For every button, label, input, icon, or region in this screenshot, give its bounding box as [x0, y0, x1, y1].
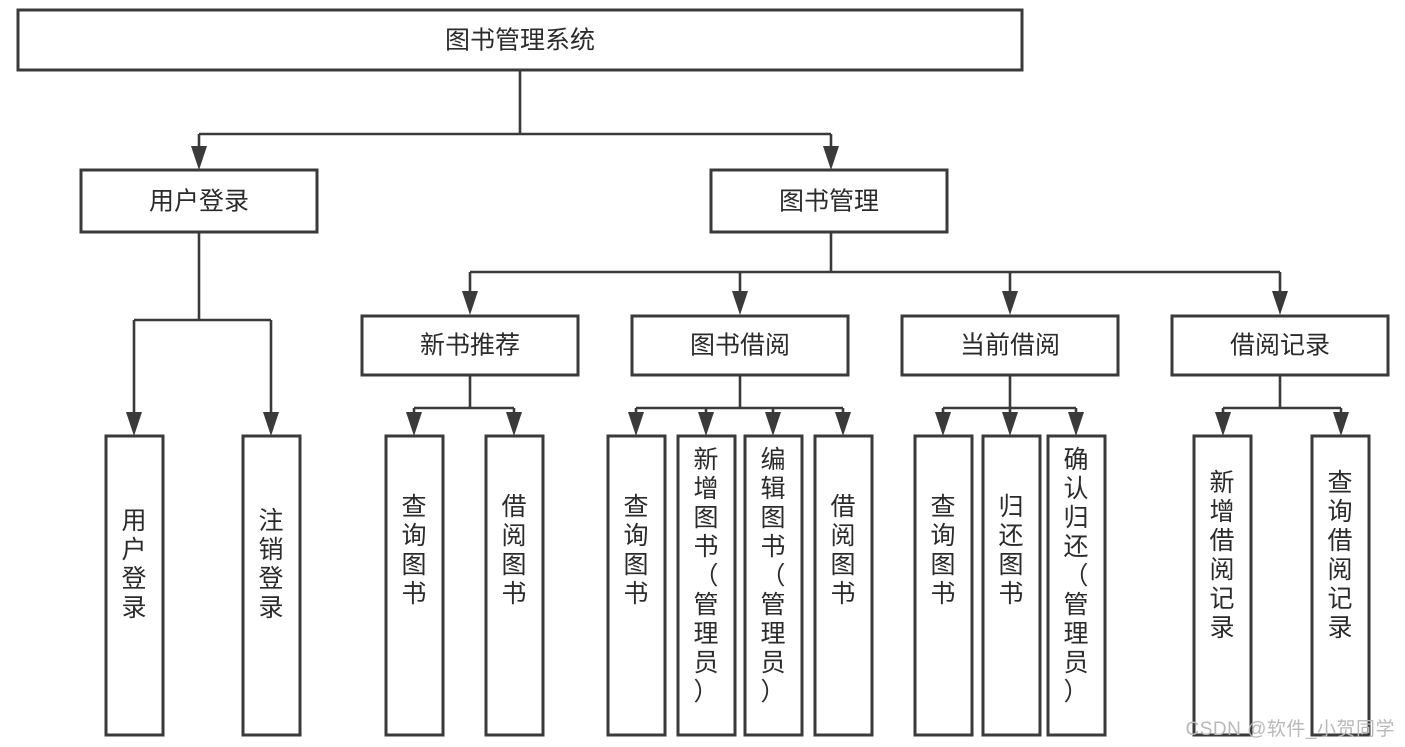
leaf-current-query-label: 查询图书	[930, 493, 955, 608]
node-root-system[interactable]: 图书管理系统	[16, 8, 1024, 72]
arrow-head-borrow-leaf-2	[698, 412, 714, 436]
connector-root-to-level2	[197, 70, 831, 150]
arrow-head-borrow-record	[1272, 291, 1288, 315]
leaf-node[interactable]: 查询借阅记录	[1310, 434, 1371, 737]
leaf-borrow-add-box	[676, 434, 737, 737]
arrow-head-current-leaf-2	[1002, 412, 1018, 436]
leaf-node[interactable]: 新增借阅记录	[1192, 434, 1253, 737]
node-user-login[interactable]: 用户登录	[79, 168, 319, 234]
arrow-head-user-login	[191, 146, 207, 170]
connector-borrow-record-to-leaves	[1221, 375, 1343, 416]
leaf-borrow-query-box	[606, 434, 667, 737]
connector-current-borrow-to-leaves	[941, 375, 1078, 416]
arrow-head-user-login-leaf-2	[263, 412, 279, 436]
leaf-node[interactable]: 借阅图书	[484, 434, 545, 737]
node-new-book-recommend-label: 新书推荐	[420, 332, 520, 360]
node-book-manage-label: 图书管理	[779, 188, 879, 216]
leaf-node[interactable]: 借阅图书	[813, 434, 874, 737]
leaf-current-query-box	[913, 434, 974, 737]
arrow-head-record-leaf-2	[1333, 412, 1349, 436]
leaf-user-login-box	[104, 434, 165, 737]
leaf-user-login-label: 用户登录	[121, 507, 146, 622]
arrow-head-book-manage	[823, 146, 839, 170]
leaf-node[interactable]: 查询图书	[384, 434, 445, 737]
node-current-borrow-box	[900, 314, 1120, 377]
arrow-head-recommend-leaf-1	[406, 412, 422, 436]
leaf-borrow-borrow-label: 借阅图书	[830, 493, 855, 608]
leaf-node[interactable]: 编辑图书（管理员）	[743, 434, 804, 737]
leaf-node[interactable]: 查询图书	[913, 434, 974, 737]
connector-user-login-to-leaves	[132, 232, 273, 416]
leaf-record-add-label: 新增借阅记录	[1209, 469, 1234, 642]
node-book-manage-box	[709, 168, 949, 234]
node-root-label: 图书管理系统	[445, 27, 595, 55]
arrow-head-current-leaf-3	[1068, 412, 1084, 436]
arrow-head-borrow-leaf-1	[628, 412, 644, 436]
leaf-logout-box	[241, 434, 302, 737]
arrow-head-new-book-recommend	[462, 291, 478, 315]
arrow-head-borrow-leaf-4	[835, 412, 851, 436]
leaf-node[interactable]: 查询图书	[606, 434, 667, 737]
node-book-borrow[interactable]: 图书借阅	[630, 314, 850, 377]
node-new-book-recommend[interactable]: 新书推荐	[360, 314, 580, 377]
leaf-logout-label: 注销登录	[258, 507, 283, 622]
leaf-recommend-borrow-box	[484, 434, 545, 737]
node-book-borrow-box	[630, 314, 850, 377]
arrow-head-user-login-leaf-1	[126, 412, 142, 436]
arrow-head-current-leaf-1	[935, 412, 951, 436]
node-current-borrow[interactable]: 当前借阅	[900, 314, 1120, 377]
node-borrow-record-label: 借阅记录	[1230, 332, 1330, 360]
leaf-recommend-borrow-label: 借阅图书	[501, 493, 526, 608]
node-borrow-record[interactable]: 借阅记录	[1170, 314, 1390, 377]
leaf-borrow-edit-box	[743, 434, 804, 737]
leaf-borrow-borrow-box	[813, 434, 874, 737]
node-root-box	[16, 8, 1024, 72]
leaf-borrow-add-label: 新增图书（管理员）	[693, 446, 718, 706]
node-book-borrow-label: 图书借阅	[690, 332, 790, 360]
connector-book-manage-to-level3	[468, 232, 1282, 295]
leaf-node[interactable]: 注销登录	[241, 434, 302, 737]
node-new-book-recommend-box	[360, 314, 580, 377]
leaf-node[interactable]: 用户登录	[104, 434, 165, 737]
leaf-record-add-box	[1192, 434, 1253, 737]
node-borrow-record-box	[1170, 314, 1390, 377]
arrow-head-book-borrow	[732, 291, 748, 315]
leaf-record-query-label: 查询借阅记录	[1327, 469, 1352, 642]
arrow-head-current-borrow	[1002, 291, 1018, 315]
leaf-recommend-query-label: 查询图书	[401, 493, 426, 608]
leaf-current-return-box	[981, 434, 1042, 737]
connector-layer	[126, 70, 1349, 436]
connector-book-borrow-to-leaves	[634, 375, 845, 416]
leaf-recommend-query-box	[384, 434, 445, 737]
leaf-node[interactable]: 归还图书	[981, 434, 1042, 737]
leaf-current-return-label: 归还图书	[998, 493, 1023, 608]
leaf-borrow-edit-label: 编辑图书（管理员）	[760, 446, 785, 706]
node-user-login-label: 用户登录	[149, 188, 249, 216]
arrow-head-record-leaf-1	[1215, 412, 1231, 436]
arrow-head-recommend-leaf-2	[506, 412, 522, 436]
leaf-record-query-box	[1310, 434, 1371, 737]
leaf-node[interactable]: 新增图书（管理员）	[676, 434, 737, 737]
connector-new-book-recommend-to-leaves	[412, 375, 516, 416]
leaf-current-confirm-label: 确认归还（管理员）	[1063, 446, 1088, 706]
leaf-node[interactable]: 确认归还（管理员）	[1046, 434, 1107, 737]
node-book-manage[interactable]: 图书管理	[709, 168, 949, 234]
node-current-borrow-label: 当前借阅	[960, 332, 1060, 360]
arrow-head-borrow-leaf-3	[765, 412, 781, 436]
leaf-current-confirm-box	[1046, 434, 1107, 737]
node-user-login-box	[79, 168, 319, 234]
leaf-borrow-query-label: 查询图书	[623, 493, 648, 608]
